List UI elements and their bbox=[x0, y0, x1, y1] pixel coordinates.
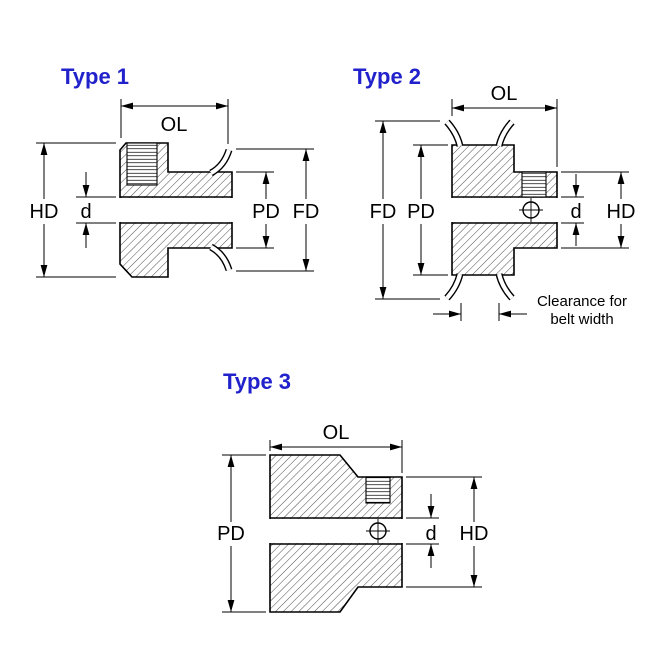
flange-bottom-right-face bbox=[496, 273, 514, 300]
type2-fd-label: FD bbox=[370, 201, 397, 223]
type2-hd-dimension: HD bbox=[561, 171, 636, 249]
type3-set-screw bbox=[365, 476, 391, 504]
type2-set-screw bbox=[521, 171, 547, 198]
type2-flanges bbox=[444, 119, 515, 301]
type2-pd-dimension: PD bbox=[407, 144, 448, 276]
type1-flanges bbox=[209, 148, 233, 272]
type2-d-label: d bbox=[570, 201, 581, 223]
type2-clearance-dimension: Clearance for belt width bbox=[433, 293, 627, 328]
type1-d-label: d bbox=[80, 201, 91, 223]
type2-hd-label: HD bbox=[607, 201, 636, 223]
type3-ol-dimension: OL bbox=[269, 422, 403, 473]
type2-drawing: Type 2 OL bbox=[353, 64, 635, 328]
type2-clearance-note-line2: belt width bbox=[550, 311, 613, 328]
flange-bottom-face bbox=[209, 245, 232, 271]
type3-title: Type 3 bbox=[223, 369, 291, 394]
flange-top-left-face bbox=[445, 120, 463, 147]
type3-pd-label: PD bbox=[217, 523, 245, 545]
type3-hd-dimension: HD bbox=[406, 476, 489, 588]
type2-ol-dimension: OL bbox=[451, 83, 558, 167]
type3-drawing: Type 3 OL PD bbox=[217, 369, 489, 613]
flange-bottom-left-face bbox=[445, 273, 463, 300]
type2-ol-label: OL bbox=[491, 83, 518, 105]
type1-set-screw bbox=[126, 142, 158, 186]
type2-title: Type 2 bbox=[353, 64, 421, 89]
type2-d-dimension: d bbox=[561, 174, 584, 246]
type1-title: Type 1 bbox=[61, 64, 129, 89]
type3-screw-hole bbox=[366, 519, 390, 543]
type1-bore bbox=[118, 198, 234, 222]
type1-fd-dimension: FD bbox=[236, 148, 320, 272]
type2-fd-dimension: FD bbox=[370, 120, 440, 300]
type1-drawing: Type 1 OL HD bbox=[30, 64, 320, 278]
type3-hd-label: HD bbox=[460, 523, 489, 545]
type3-pd-dimension: PD bbox=[217, 454, 266, 613]
type2-clearance-note-line1: Clearance for bbox=[537, 293, 627, 310]
type3-d-label: d bbox=[425, 523, 436, 545]
type1-d-dimension: d bbox=[76, 172, 116, 248]
type3-d-dimension: d bbox=[406, 494, 439, 568]
type2-pd-label: PD bbox=[407, 201, 435, 223]
type3-ol-label: OL bbox=[323, 422, 350, 444]
flange-top-face bbox=[209, 149, 232, 175]
flange-top-right-face bbox=[496, 120, 514, 147]
type1-ol-label: OL bbox=[161, 114, 188, 136]
type1-hd-dimension: HD bbox=[30, 142, 116, 278]
type2-screw-hole bbox=[519, 198, 543, 222]
type1-pd-label: PD bbox=[252, 201, 280, 223]
type1-pd-dimension: PD bbox=[236, 171, 280, 249]
type1-ol-dimension: OL bbox=[120, 99, 229, 144]
type1-hd-label: HD bbox=[30, 201, 59, 223]
type1-fd-label: FD bbox=[293, 201, 320, 223]
